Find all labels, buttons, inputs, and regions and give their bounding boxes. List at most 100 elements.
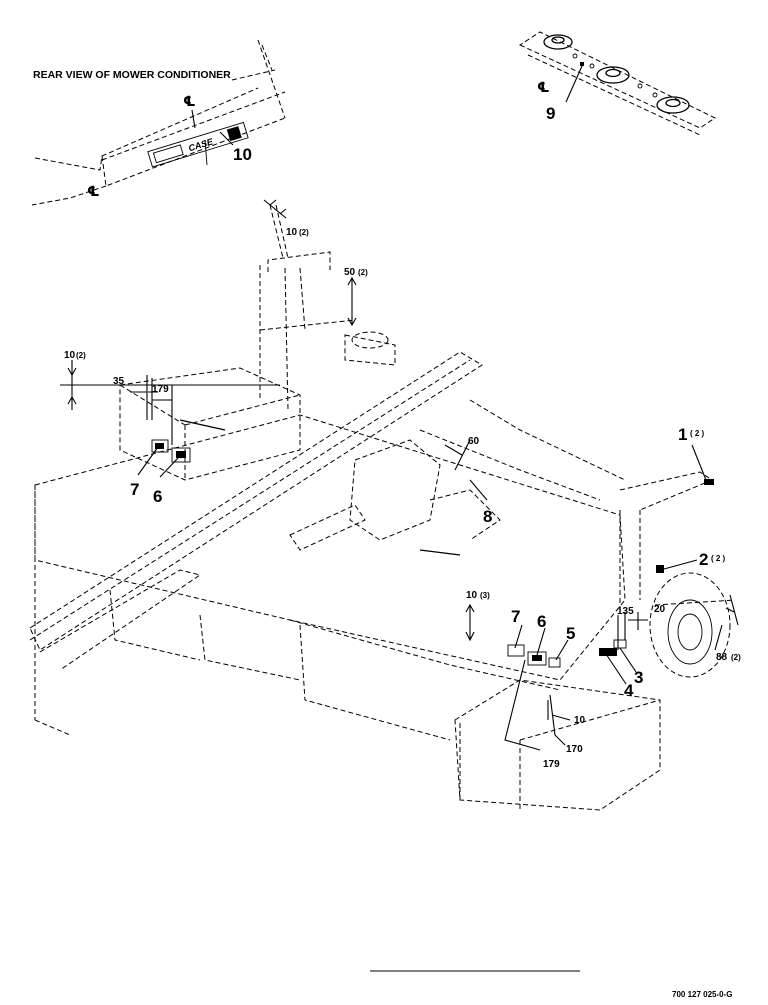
dim-135: 135 <box>617 606 634 617</box>
rear-view-outline <box>101 117 286 187</box>
dim-88-qty: (2) <box>731 653 741 662</box>
decal-6-left <box>171 447 191 463</box>
callout-7-left-leader <box>137 446 159 476</box>
right-post <box>619 510 641 610</box>
decal-2 <box>656 565 664 573</box>
callout-1-leader <box>691 444 707 481</box>
tire <box>649 572 731 678</box>
hitch-mast <box>267 251 331 272</box>
decal-4 <box>599 648 617 656</box>
deck-slot <box>419 549 461 556</box>
rear-view-title: REAR VIEW OF MOWER CONDITIONER <box>33 69 231 81</box>
driveline <box>289 504 366 551</box>
callout-5-leader <box>555 639 569 661</box>
decal-logo-block <box>152 144 184 164</box>
axle <box>654 599 736 606</box>
right-arm <box>619 471 714 511</box>
rear-view-outline <box>31 185 107 206</box>
mower-conditioner <box>29 204 736 811</box>
drawing-number: 700 127 025-0-G <box>672 990 733 999</box>
centerline-leader <box>191 109 196 129</box>
tongue-beam <box>29 351 483 651</box>
dim-170: 170 <box>566 744 583 755</box>
tongue-beam-bottom <box>39 569 202 671</box>
cutter-disc <box>543 34 573 50</box>
callout-4-leader <box>605 653 627 685</box>
hitch-mast <box>259 265 356 411</box>
decal-5 <box>548 657 561 668</box>
dim-10-top-arrows <box>263 199 287 219</box>
callout-2: 2 <box>699 550 708 569</box>
callout-2-qty: ( 2 ) <box>711 554 726 563</box>
dimensions: 10 (2) 50 (2) 10 (2) 35 179 60 10 (3) 13… <box>60 199 741 770</box>
dim-88-lines <box>714 594 739 651</box>
centerline-symbol: ℄ <box>183 93 196 109</box>
deck-front-edge <box>289 619 561 691</box>
dim-60: 60 <box>468 436 480 447</box>
tongue-beam-edge <box>29 359 471 641</box>
deck-skirt <box>109 589 301 681</box>
callout-6-left-leader <box>159 457 179 478</box>
dim-88: 88 <box>716 652 728 663</box>
gearbox-cap <box>351 331 389 349</box>
callout-6-right-leader <box>536 627 546 656</box>
deck-slot <box>179 419 226 431</box>
rear-view-outline <box>231 39 286 119</box>
dim-170-lines <box>549 694 566 746</box>
driveline-guard <box>429 489 501 541</box>
callout-7-right: 7 <box>511 607 520 626</box>
callout-4: 4 <box>624 681 634 700</box>
dim-50: 50 <box>344 267 356 278</box>
decal-leader <box>204 139 208 166</box>
dim-20-lines <box>628 612 648 630</box>
rear-view-inset: REAR VIEW OF MOWER CONDITIONER CASE ℄ ℄ … <box>31 39 286 206</box>
rear-view-outline <box>101 91 286 161</box>
centerline-symbol: ℄ <box>87 183 100 199</box>
centerline-symbol: ℄ <box>537 79 550 95</box>
dim-20: 20 <box>654 604 666 615</box>
dim-10-low-lines <box>547 700 571 721</box>
callout-1-qty: ( 2 ) <box>690 429 705 438</box>
rear-view-outline <box>34 87 259 171</box>
dim-135-lines <box>617 612 626 650</box>
dim-10-top: 10 <box>286 227 298 238</box>
cutter-bar-outline <box>518 31 716 129</box>
callout-6-right: 6 <box>537 612 546 631</box>
dim-10-left: 10 <box>64 350 76 361</box>
rear-frame <box>419 399 626 501</box>
dim-50-qty: (2) <box>358 268 368 277</box>
cutter-disc <box>656 96 690 114</box>
decal-3 <box>613 639 627 649</box>
dim-60-lines <box>444 439 471 471</box>
decal-6-right <box>527 651 547 666</box>
dim-10-mid-arrows <box>465 603 475 642</box>
callout-3-leader <box>619 647 637 673</box>
dim-10-left-arrows <box>60 360 280 410</box>
dim-10-left-qty: (2) <box>76 351 86 360</box>
decal-mark <box>226 126 242 142</box>
dim-179-top-lines <box>151 378 173 445</box>
footer: 700 127 025-0-G <box>370 970 733 999</box>
center-gearbox <box>349 439 441 541</box>
callout-3: 3 <box>634 668 643 687</box>
dim-35-lines <box>130 375 158 420</box>
cutter-disc <box>596 66 630 84</box>
callout-10-leader <box>565 65 583 103</box>
callout-10: 9 <box>546 104 555 123</box>
dim-179-low-lines <box>504 659 541 751</box>
gearbox-top <box>344 334 396 366</box>
callout-8-leader <box>469 479 488 501</box>
callout-1: 1 <box>678 425 687 444</box>
right-shield-edges <box>459 699 661 810</box>
callout-5: 5 <box>566 624 575 643</box>
decal-7-right <box>507 644 525 657</box>
dim-10-low: 10 <box>574 715 586 726</box>
callout-7-right-leader <box>514 624 523 649</box>
dim-10-mid: 10 <box>466 590 478 601</box>
dim-10-mid-qty: (3) <box>480 591 490 600</box>
callout-9-leader <box>219 131 234 146</box>
dim-35: 35 <box>113 376 125 387</box>
callout-6-left: 6 <box>153 487 162 506</box>
